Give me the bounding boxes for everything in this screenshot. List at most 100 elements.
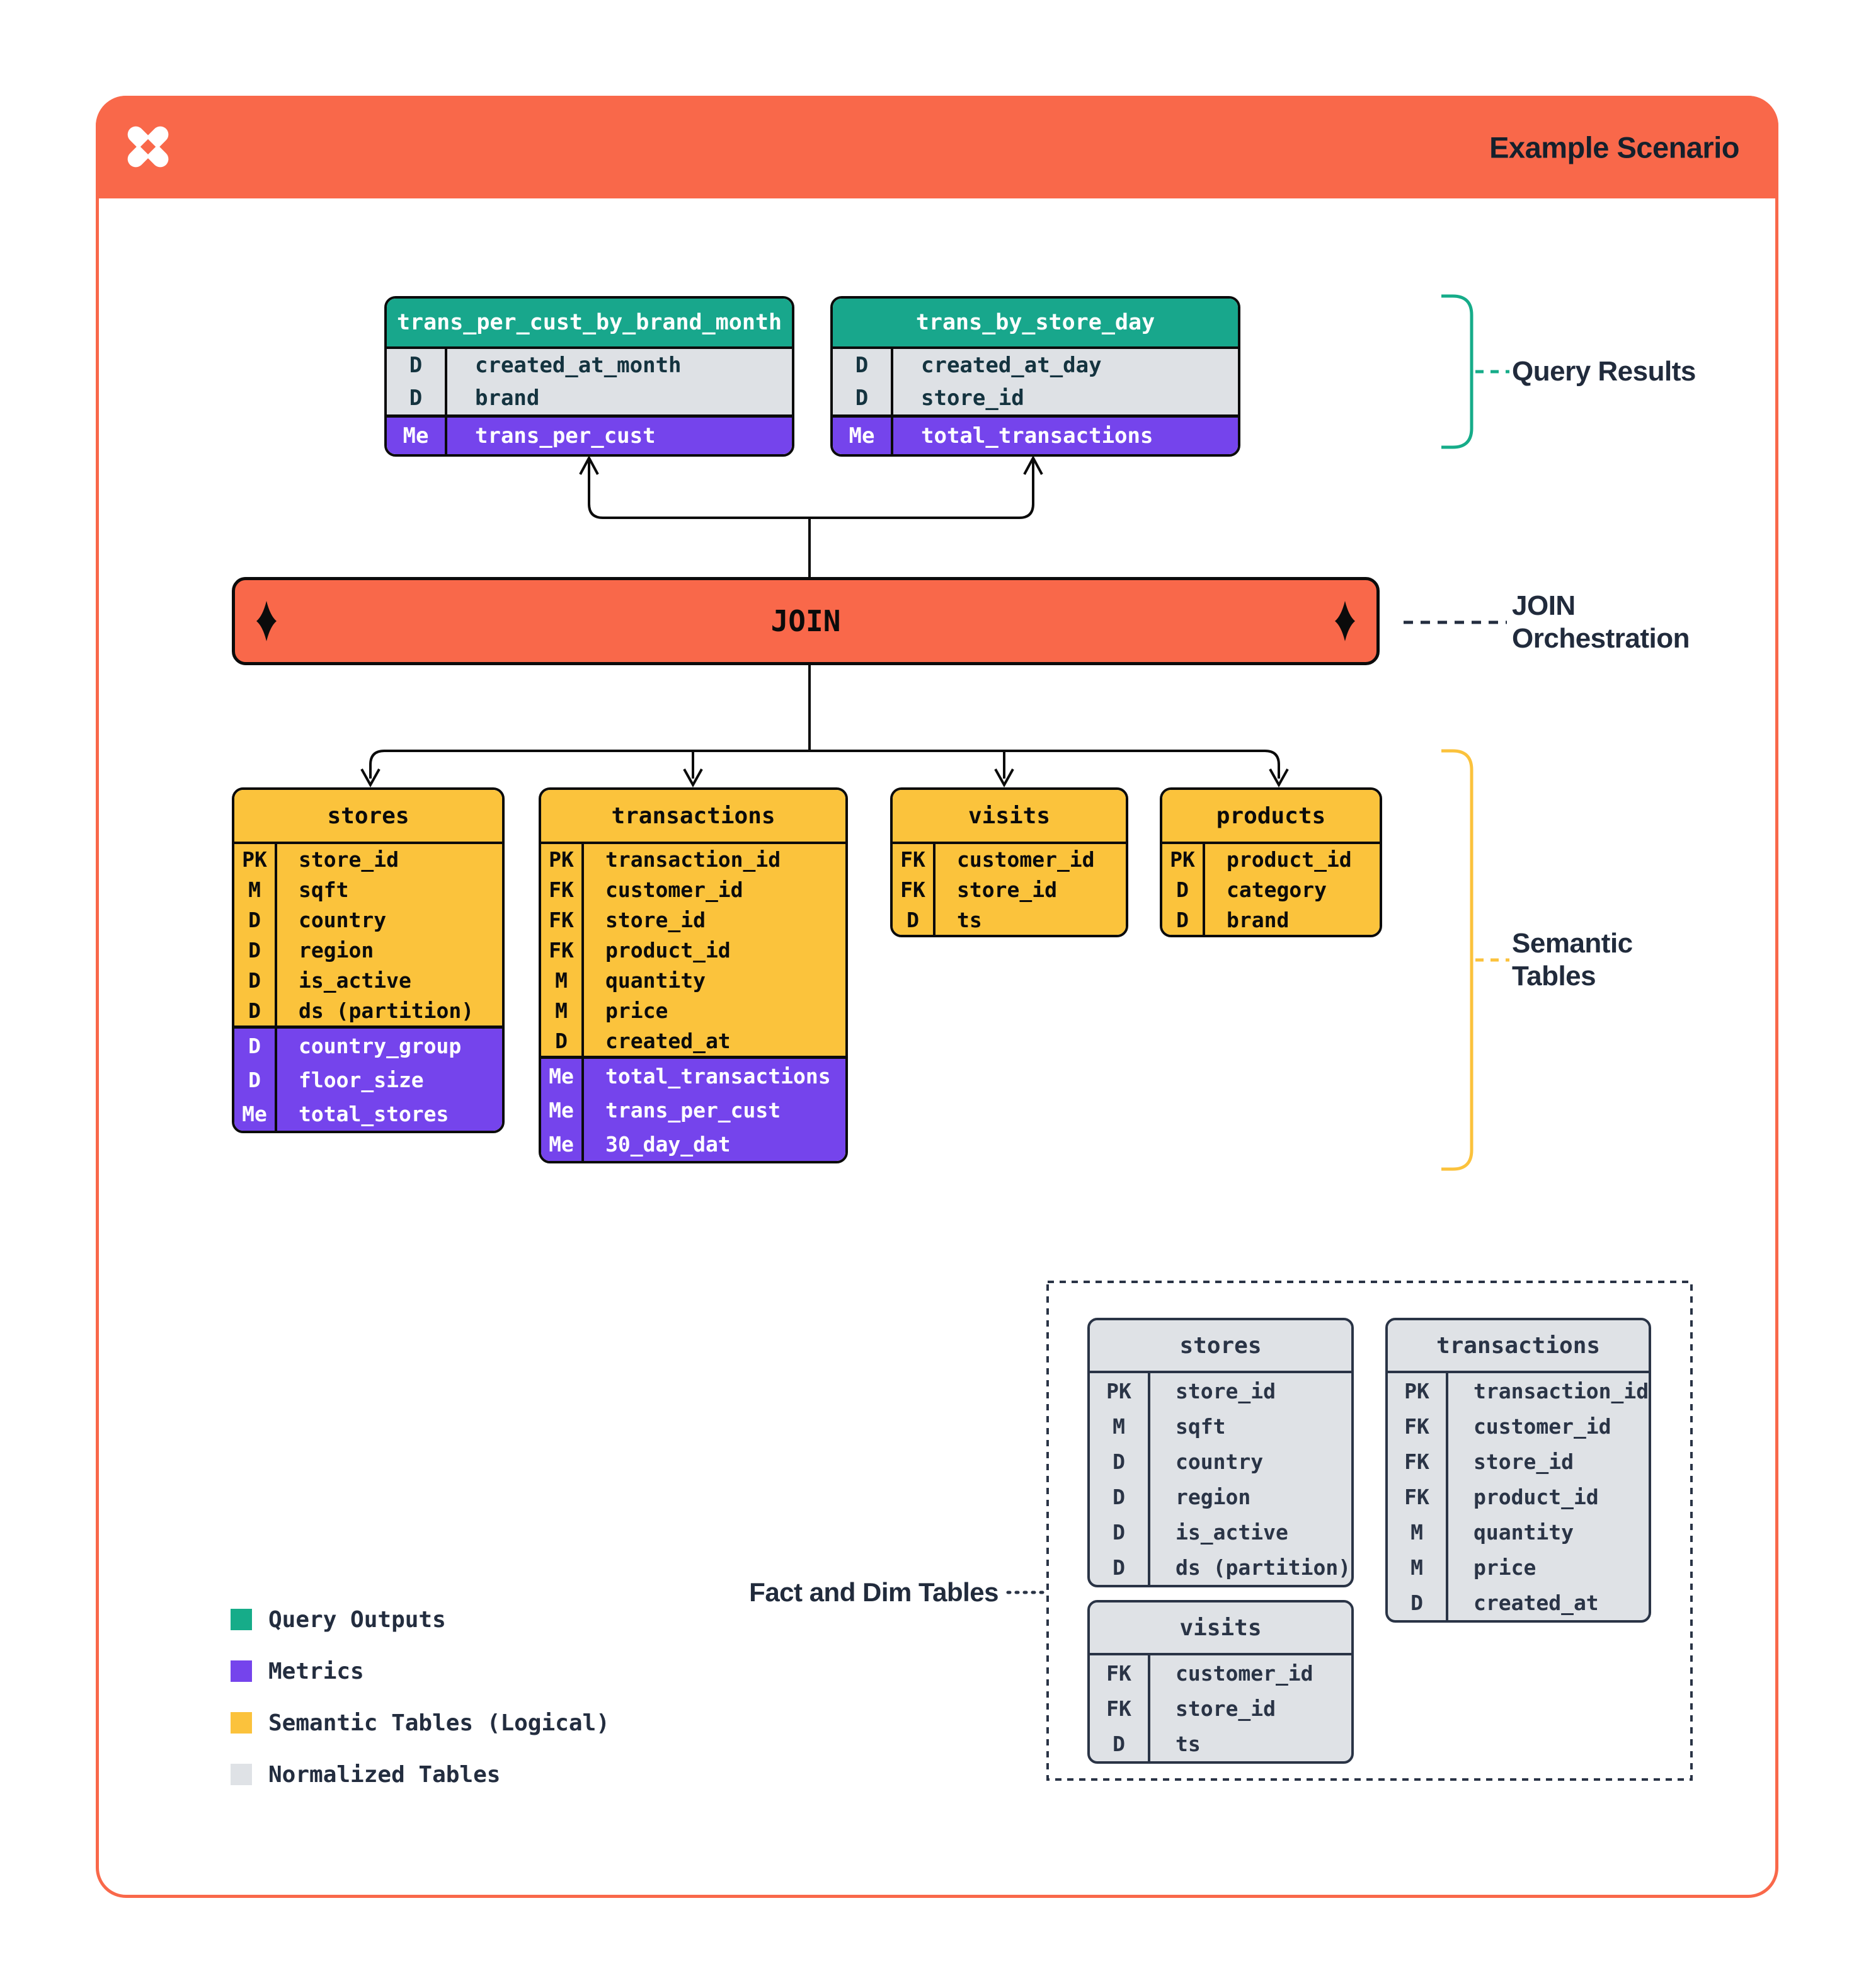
field-key: FK bbox=[893, 844, 936, 874]
field-key: M bbox=[234, 874, 277, 905]
normalized-tables-swatch bbox=[231, 1764, 252, 1785]
table-title: visits bbox=[1090, 1602, 1351, 1655]
field-name: country bbox=[1176, 1449, 1264, 1474]
field-key: D bbox=[234, 1063, 277, 1097]
field-name: customer_id bbox=[1473, 1414, 1611, 1439]
field-name: region bbox=[1176, 1484, 1251, 1509]
sparkle-icon bbox=[256, 601, 277, 641]
field-name: quantity bbox=[1473, 1519, 1574, 1545]
field-key: D bbox=[1090, 1514, 1150, 1550]
field-key: D bbox=[234, 965, 277, 995]
field-key: FK bbox=[541, 874, 584, 905]
legend-label: Semantic Tables (Logical) bbox=[268, 1710, 610, 1736]
field-name: sqft bbox=[1176, 1414, 1226, 1439]
table-row: FK customer_id bbox=[1388, 1408, 1649, 1444]
field-name: total_stores bbox=[299, 1101, 449, 1126]
field-key: PK bbox=[234, 844, 277, 874]
legend-item-metrics: Metrics bbox=[231, 1658, 364, 1684]
field-key: FK bbox=[1388, 1479, 1448, 1514]
table-row: Me trans_per_cust bbox=[387, 418, 792, 454]
field-name: customer_id bbox=[957, 847, 1095, 872]
field-key: FK bbox=[1388, 1444, 1448, 1479]
table-title: transactions bbox=[1388, 1320, 1649, 1373]
field-name: sqft bbox=[299, 877, 349, 902]
field-name: product_id bbox=[1473, 1484, 1599, 1509]
semantic-tables-swatch bbox=[231, 1712, 252, 1734]
legend-label: Metrics bbox=[268, 1658, 364, 1684]
field-key: M bbox=[541, 995, 584, 1025]
field-key: FK bbox=[1388, 1408, 1448, 1444]
field-name: store_id bbox=[1473, 1449, 1574, 1474]
table-title: products bbox=[1162, 790, 1380, 844]
field-name: created_at bbox=[1473, 1590, 1599, 1615]
table-title: trans_per_cust_by_brand_month bbox=[387, 299, 792, 349]
table-title: stores bbox=[1090, 1320, 1351, 1373]
table-title: trans_by_store_day bbox=[833, 299, 1238, 349]
field-name: ds (partition) bbox=[299, 998, 474, 1023]
field-key: Me bbox=[234, 1097, 277, 1131]
field-name: product_id bbox=[605, 937, 731, 963]
field-name: price bbox=[1473, 1555, 1536, 1580]
field-key: D bbox=[1090, 1479, 1150, 1514]
legend-item-query-outputs: Query Outputs bbox=[231, 1607, 446, 1633]
field-name: brand bbox=[475, 386, 540, 411]
dagster-logo-icon bbox=[127, 126, 169, 168]
table-title: transactions bbox=[541, 790, 845, 844]
metrics-swatch bbox=[231, 1660, 252, 1682]
field-key: FK bbox=[1090, 1691, 1150, 1726]
field-key: D bbox=[1090, 1444, 1150, 1479]
field-name: transaction_id bbox=[1473, 1378, 1649, 1403]
field-name: product_id bbox=[1227, 847, 1352, 872]
field-key: D bbox=[387, 382, 447, 414]
field-name: created_at_day bbox=[921, 353, 1102, 378]
field-key: D bbox=[234, 935, 277, 965]
field-name: trans_per_cust bbox=[475, 423, 656, 448]
field-key: D bbox=[1090, 1550, 1150, 1585]
table-row: FK product_id bbox=[1388, 1479, 1649, 1514]
field-name: quantity bbox=[605, 968, 706, 993]
field-key: D bbox=[234, 995, 277, 1025]
field-name: ds (partition) bbox=[1176, 1555, 1351, 1580]
field-key: FK bbox=[541, 935, 584, 965]
field-key: D bbox=[833, 382, 893, 414]
field-name: created_at_month bbox=[475, 353, 682, 378]
join-label: JOIN bbox=[770, 604, 841, 638]
page-title: Example Scenario bbox=[1489, 130, 1739, 164]
legend-label: Normalized Tables bbox=[268, 1761, 501, 1788]
field-key: D bbox=[1388, 1585, 1448, 1620]
field-key: PK bbox=[1090, 1373, 1150, 1408]
field-name: created_at bbox=[605, 1028, 731, 1053]
field-key: Me bbox=[387, 418, 447, 454]
field-key: FK bbox=[541, 905, 584, 935]
